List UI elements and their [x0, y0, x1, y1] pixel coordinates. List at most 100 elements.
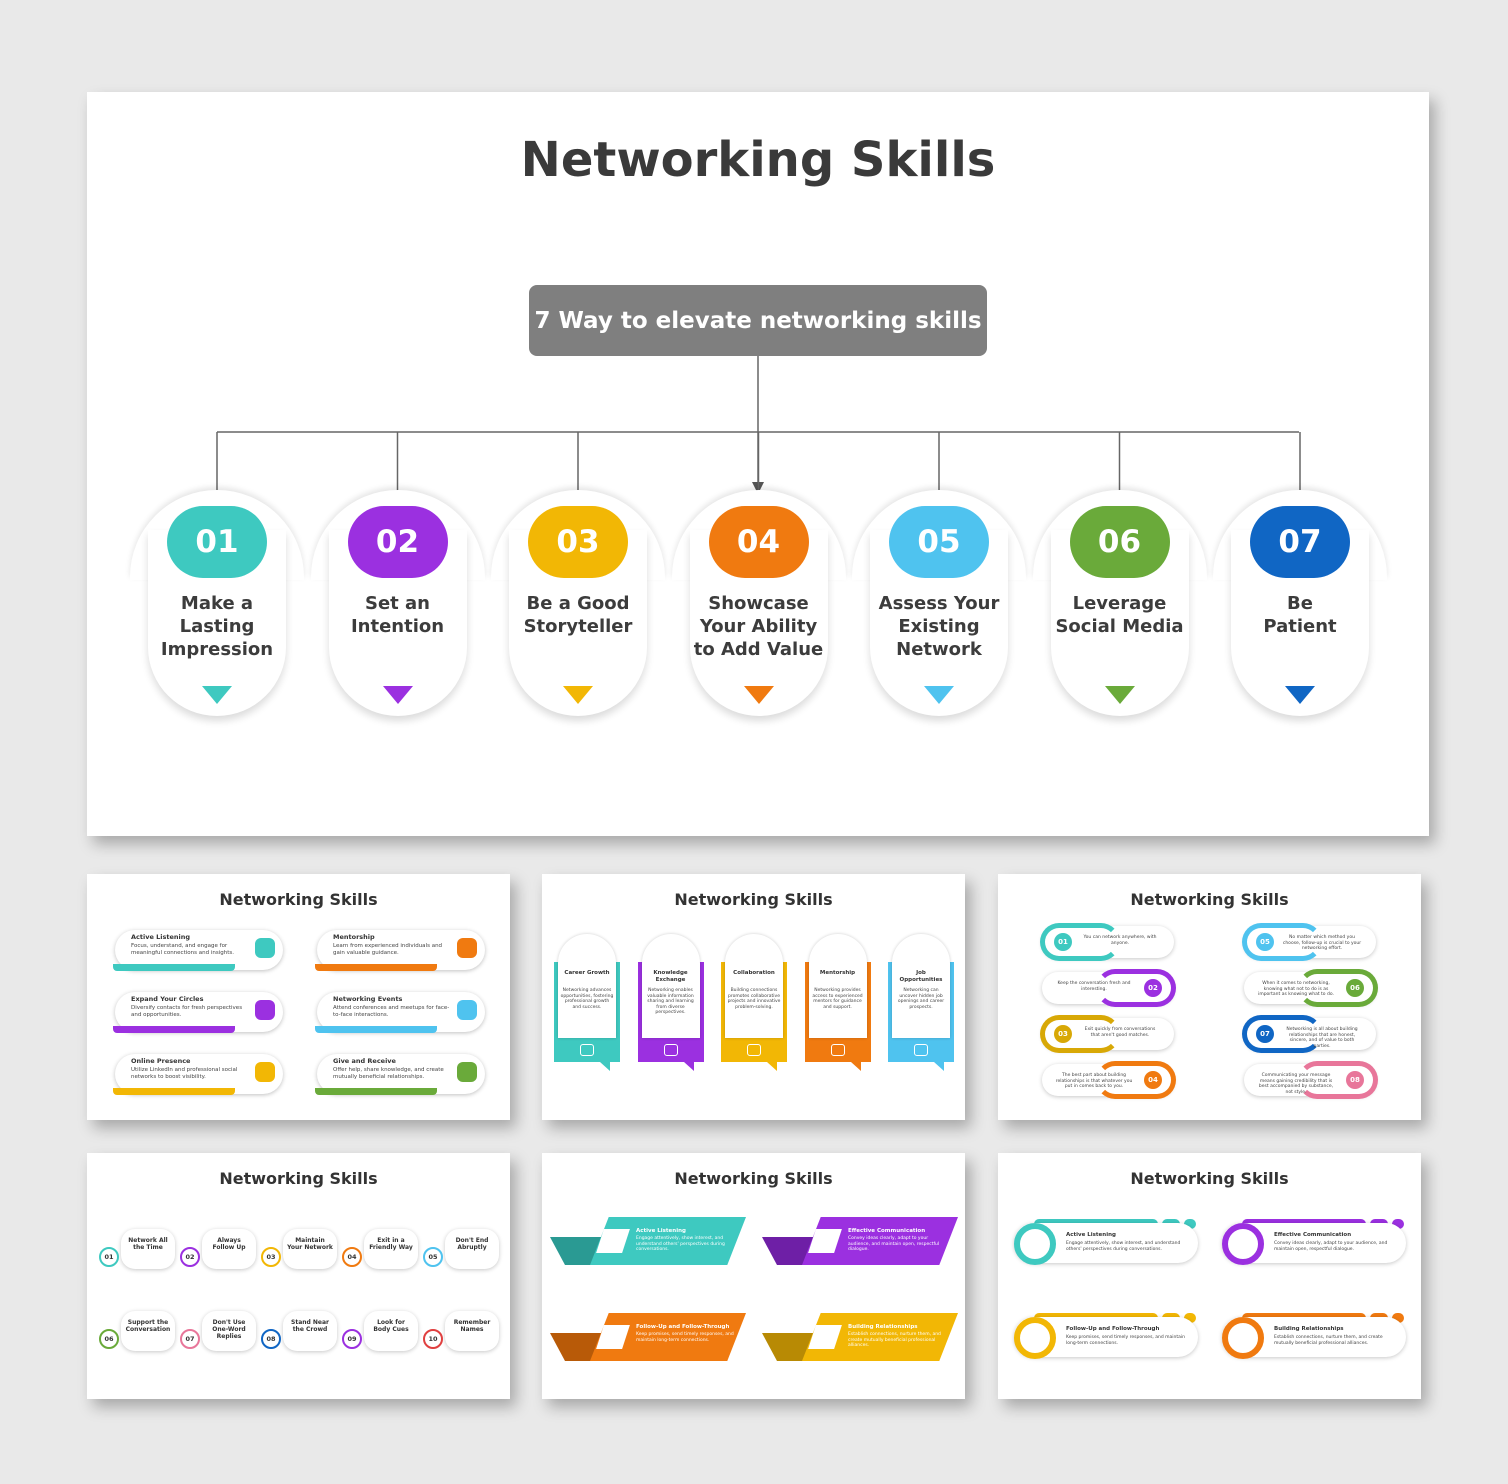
step-number-badge: 04	[708, 506, 809, 578]
benefit-heading: Knowledge Exchange	[653, 970, 688, 983]
down-triangle-icon	[924, 686, 954, 704]
step-number-badge: 02	[347, 506, 448, 578]
card-text: Keep promises, send timely responses, an…	[1066, 1335, 1186, 1346]
step-card-07: 07 Be Patient	[1213, 490, 1387, 718]
tip-number: 04	[1144, 1071, 1162, 1089]
pill-ring	[1242, 1015, 1322, 1053]
card-text: Establish connections, nurture them, and…	[1274, 1335, 1383, 1346]
down-triangle-icon	[743, 686, 774, 704]
card-heading: Active Listening	[1066, 1232, 1116, 1238]
benefit-text: Networking can uncover hidden job openin…	[897, 988, 945, 1010]
rule-number: 04	[342, 1247, 362, 1267]
rule-text: Network All the Time	[128, 1237, 168, 1251]
rule-number: 06	[99, 1329, 119, 1349]
thumb-title: Networking Skills	[1130, 890, 1289, 909]
circle-icon	[1014, 1317, 1056, 1359]
circle-icon	[1014, 1223, 1056, 1265]
step-number-badge: 01	[167, 506, 267, 578]
speech-tail	[767, 1062, 777, 1071]
skill-heading: Online Presence	[131, 1057, 191, 1065]
rule-card	[202, 1229, 256, 1269]
step-number-badge: 05	[889, 506, 989, 578]
rule-card	[121, 1229, 175, 1269]
skill-icon	[457, 1062, 477, 1082]
rule-card	[445, 1229, 499, 1269]
skill-heading: Active Listening	[131, 933, 191, 941]
thumb-title: Networking Skills	[219, 890, 378, 909]
connector-tree	[211, 356, 1306, 510]
step-label: Be Patient	[1263, 593, 1337, 637]
rule-tile: Support the Conversation 06	[99, 1311, 177, 1357]
color-bar	[113, 1088, 235, 1095]
benefit-icon	[747, 1044, 761, 1056]
pill-ring	[1242, 923, 1322, 961]
skill-text: Utilize LinkedIn and professional social…	[131, 1067, 238, 1080]
color-bar	[113, 964, 235, 971]
skill-icon	[255, 1062, 275, 1082]
banner-text: Establish connections, nurture them, and…	[848, 1332, 941, 1348]
benefit-text: Networking advances opportunities, foste…	[560, 988, 614, 1010]
benefit-icon	[830, 1044, 845, 1056]
column-card	[641, 934, 700, 1038]
benefit-icon	[663, 1044, 678, 1056]
rule-text: Don't End Abruptly	[455, 1237, 489, 1251]
main-slide: Networking Skills 7 Way to elevate netwo…	[87, 92, 1429, 836]
benefit-heading: Collaboration	[733, 970, 775, 976]
down-triangle-icon	[382, 686, 413, 704]
dot-2	[1392, 1219, 1404, 1229]
tip-text: When it comes to networking, knowing wha…	[1258, 981, 1334, 997]
rule-text: Support the Conversation	[125, 1319, 171, 1333]
column-card	[558, 934, 616, 1038]
pill-ring	[1298, 969, 1378, 1007]
rule-card	[283, 1229, 337, 1269]
skill-heading: Mentorship	[333, 933, 375, 941]
skill-heading: Expand Your Circles	[131, 995, 204, 1003]
step-number-badge: 03	[528, 506, 628, 578]
rule-text: Stand Near the Crowd	[291, 1319, 329, 1333]
benefit-heading: Job Opportunities	[899, 970, 943, 983]
tip-number: 07	[1256, 1025, 1274, 1043]
step-number-badge: 07	[1250, 506, 1350, 578]
benefit-icon	[914, 1044, 928, 1056]
down-triangle-icon	[1104, 686, 1135, 704]
rule-text: Don't Use One-Word Replies	[212, 1319, 246, 1340]
step-label: Leverage Social Media	[1055, 593, 1184, 637]
dot-2	[1184, 1313, 1196, 1323]
pill-ring	[1040, 1015, 1120, 1053]
rule-number: 07	[180, 1329, 200, 1349]
tip-number: 02	[1144, 979, 1162, 997]
benefit-icon	[580, 1044, 594, 1056]
rule-card	[445, 1311, 499, 1351]
step-label: Set an Intention	[350, 593, 445, 637]
rule-tile: Don't Use One-Word Replies 07	[180, 1311, 258, 1357]
skill-text: Focus, understand, and engage for meanin…	[131, 943, 234, 956]
thumb-title: Networking Skills	[1130, 1169, 1289, 1188]
speech-tail	[683, 1062, 694, 1071]
rule-text: Maintain Your Network	[287, 1237, 333, 1251]
benefit-text: Building connections promotes collaborat…	[727, 988, 781, 1010]
speech-tail	[600, 1062, 610, 1071]
banner-heading: Building Relationships	[848, 1324, 918, 1330]
tip-text: Keep the conversation fresh and interest…	[1057, 981, 1131, 992]
